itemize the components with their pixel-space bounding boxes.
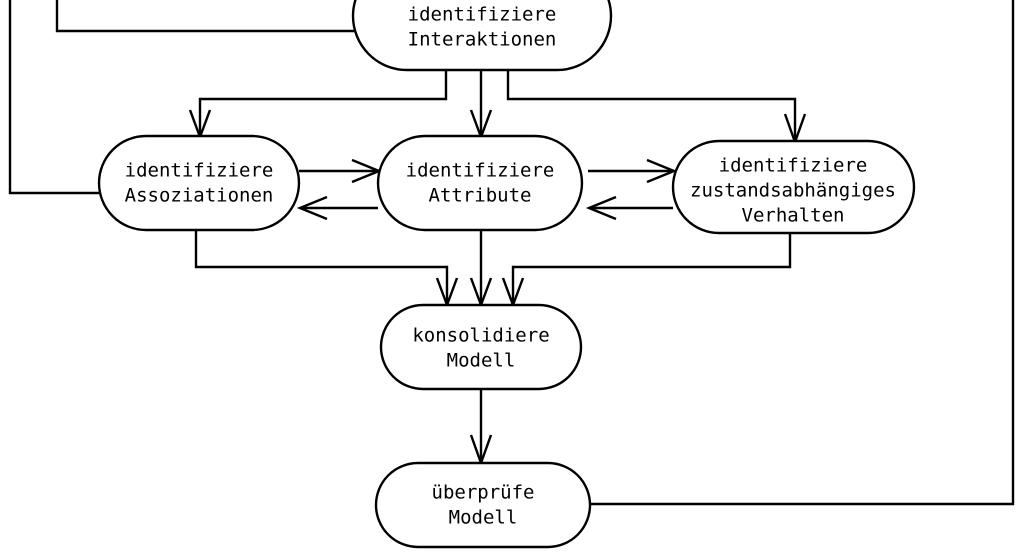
edge-attribute-to-assoziationen	[296, 195, 378, 221]
node-label-interaktionen-line2: Interaktionen	[408, 29, 557, 51]
node-label-verhalten-line3: Verhalten	[742, 205, 845, 227]
node-ueberpruefe-modell[interactable]: überprüfe Modell	[374, 461, 592, 549]
node-label-interaktionen-line1: identifiziere	[408, 4, 557, 26]
node-konsolidiere-modell[interactable]: konsolidiere Modell	[379, 303, 583, 391]
edge-assoziationen-feedback-left	[8, 0, 100, 195]
node-identifiziere-zustandsabhaengiges-verhalten[interactable]: identifiziere zustandsabhängiges Verhalt…	[671, 139, 916, 235]
edge-ueberpruefe-feedback-right	[590, 0, 1015, 506]
node-label-ueberpruefe-line1: überprüfe	[432, 482, 535, 504]
edge-interaktionen-feedback-left	[55, 0, 372, 33]
node-label-attribute-line1: identifiziere	[406, 160, 555, 182]
edge-assoziationen-to-konsolidiere	[194, 229, 459, 309]
node-identifiziere-interaktionen[interactable]: identifiziere Interaktionen	[351, 0, 613, 72]
edge-assoziationen-to-attribute	[299, 158, 383, 184]
node-label-ueberpruefe-line2: Modell	[449, 507, 518, 529]
node-identifiziere-assoziationen[interactable]: identifiziere Assoziationen	[97, 134, 301, 232]
node-label-assoziationen-line1: identifiziere	[125, 160, 274, 182]
edge-attribute-to-verhalten	[588, 158, 678, 184]
node-label-konsolidiere-line2: Modell	[447, 350, 516, 372]
edge-interaktionen-to-assoziationen	[188, 70, 448, 141]
edge-verhalten-to-attribute	[585, 195, 673, 221]
edge-interaktionen-to-attribute	[469, 70, 493, 141]
node-label-attribute-line2: Attribute	[429, 185, 532, 207]
node-label-verhalten-line2: zustandsabhängiges	[690, 180, 896, 202]
node-label-konsolidiere-line1: konsolidiere	[412, 325, 549, 347]
edge-konsolidiere-to-ueberpruefe	[469, 389, 493, 467]
edge-attribute-to-konsolidiere	[469, 229, 493, 309]
node-label-assoziationen-line2: Assoziationen	[125, 185, 274, 207]
edge-interaktionen-to-verhalten	[506, 70, 807, 146]
node-identifiziere-attribute[interactable]: identifiziere Attribute	[376, 134, 584, 232]
edge-verhalten-to-konsolidiere	[501, 232, 792, 309]
node-label-verhalten-line1: identifiziere	[719, 155, 868, 177]
